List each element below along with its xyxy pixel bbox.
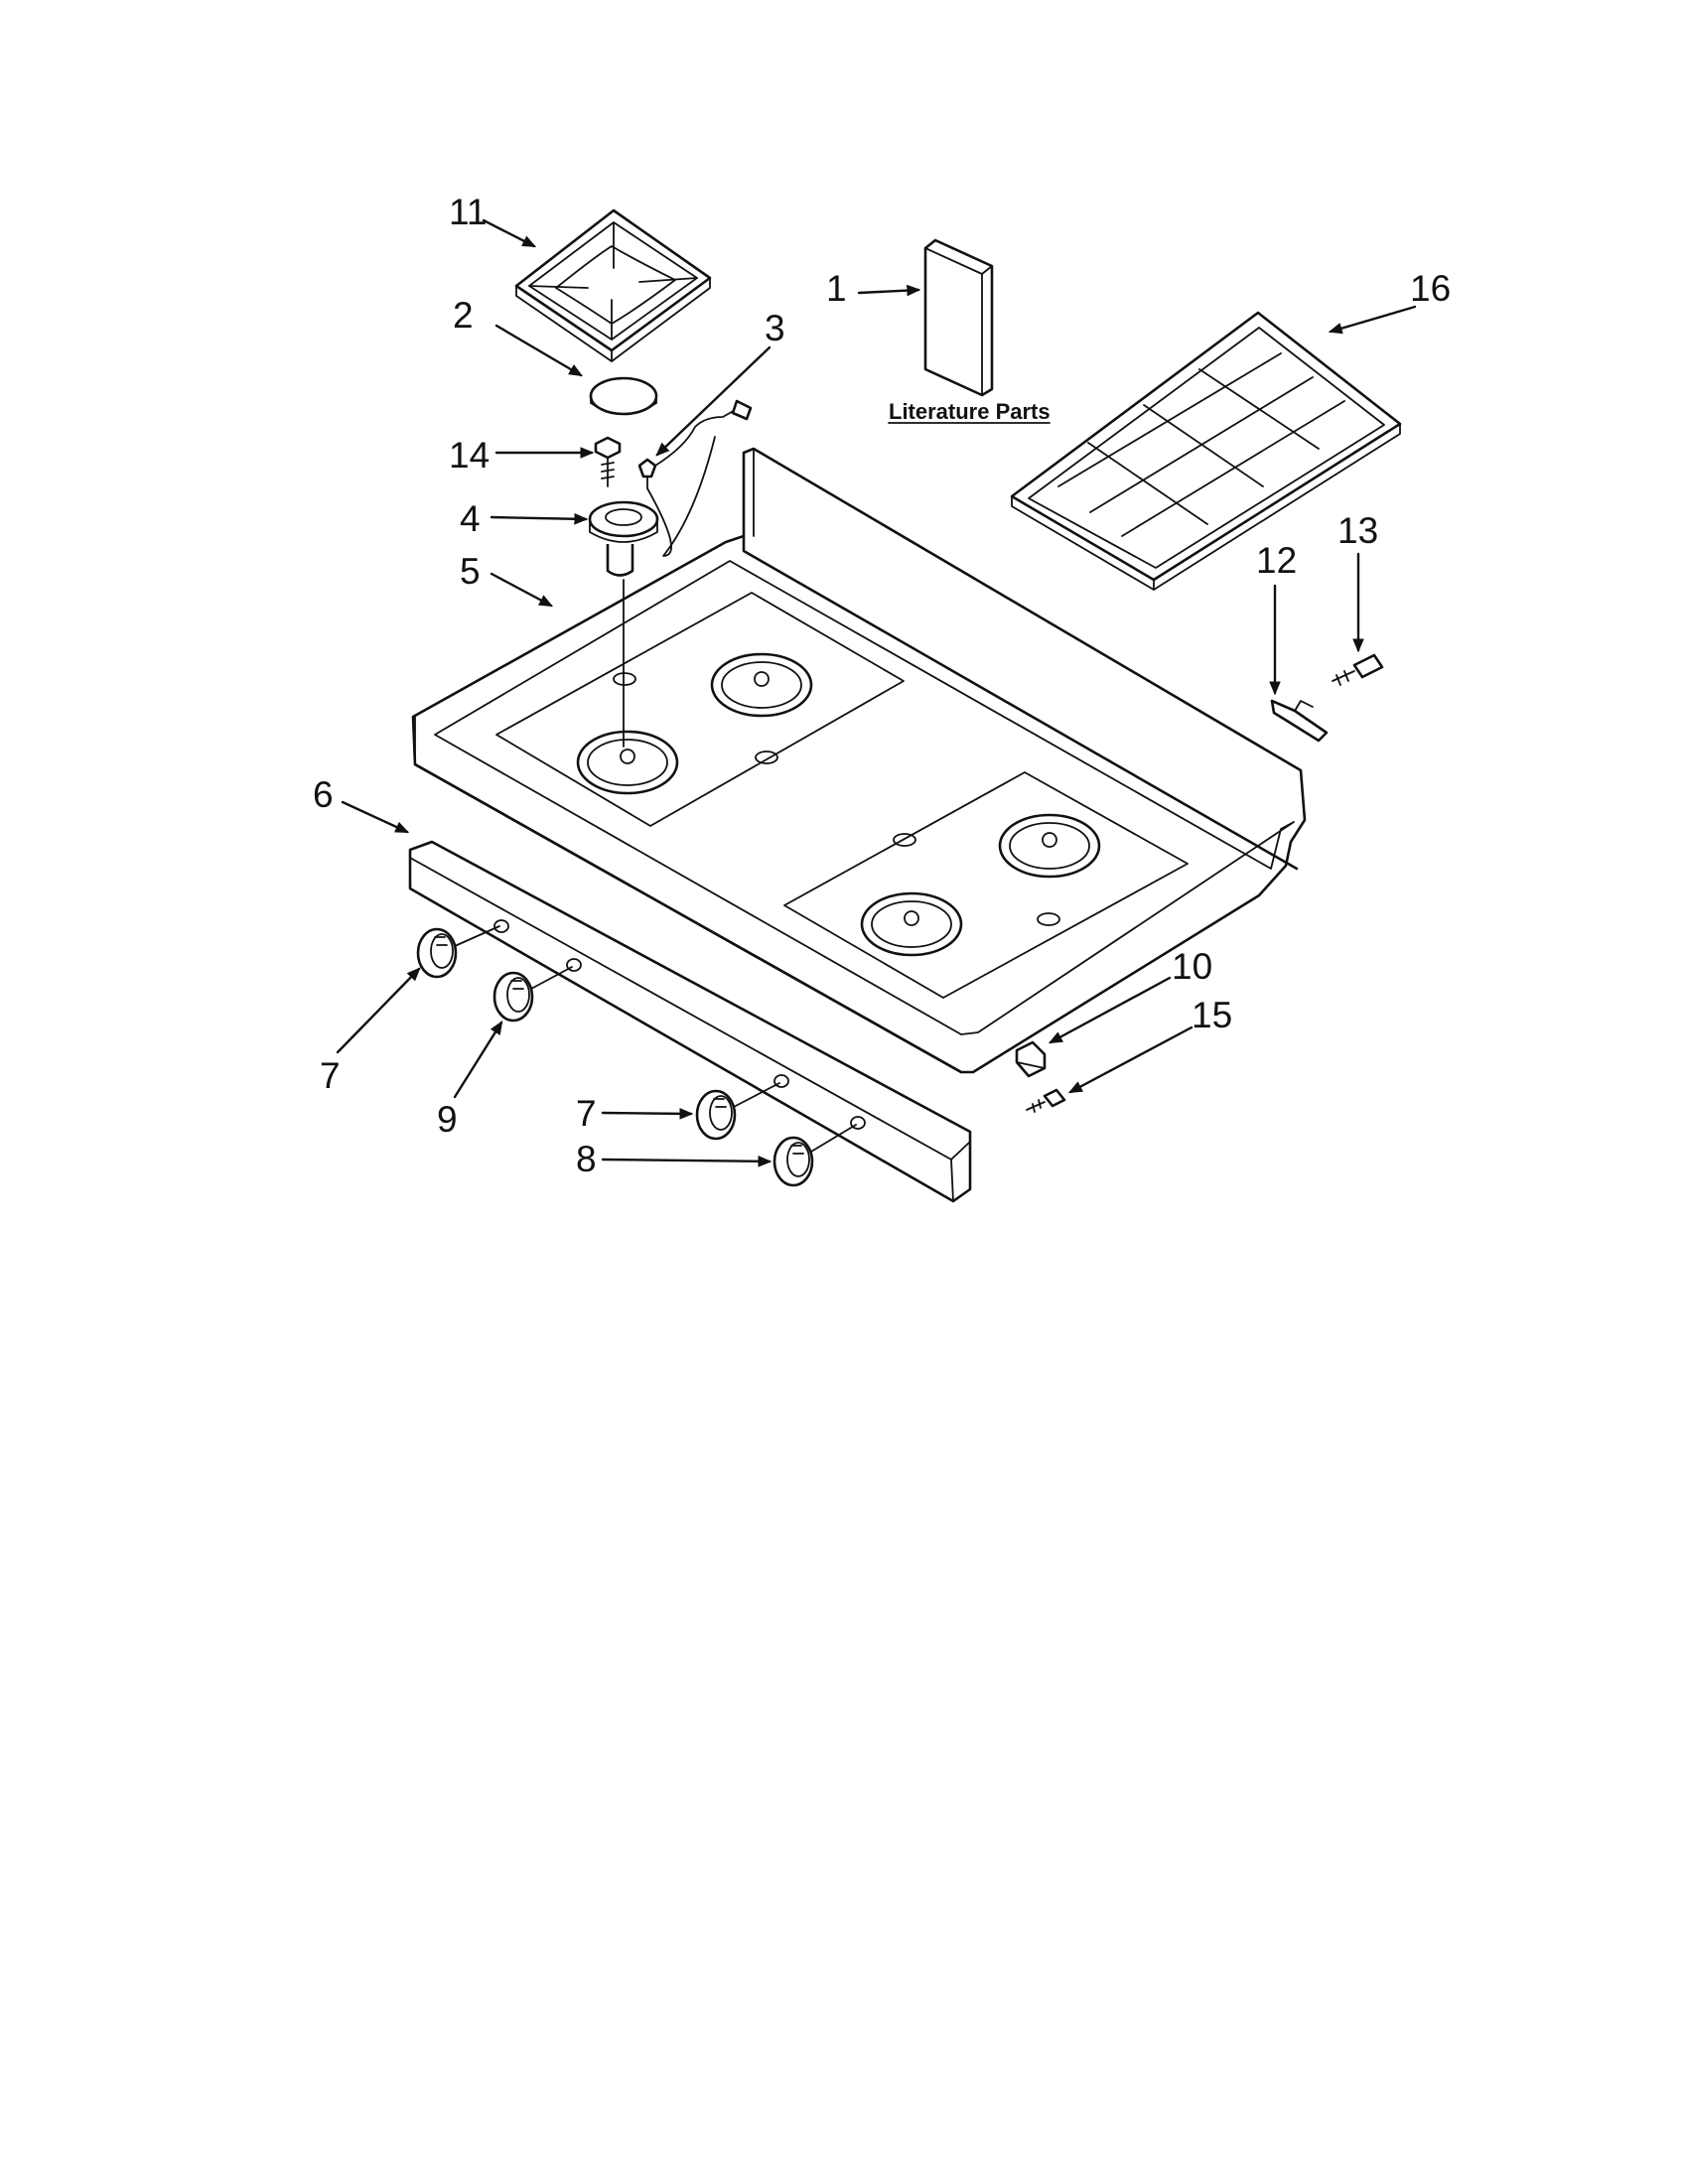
callout-3: 3 (765, 308, 785, 348)
clip-10 (1015, 1040, 1047, 1078)
callout-1: 1 (826, 268, 847, 309)
knob-7-right (695, 1089, 737, 1141)
callout-11: 11 (449, 192, 487, 232)
burner-base (588, 500, 659, 577)
callout-13: 13 (1337, 510, 1378, 551)
callout-8: 8 (576, 1139, 597, 1179)
callout-6: 6 (313, 774, 334, 815)
callout-7-right: 7 (576, 1093, 597, 1134)
callout-7-left: 7 (320, 1055, 341, 1096)
literature-parts-label: Literature Parts (889, 399, 1051, 424)
bracket-12 (1270, 699, 1329, 743)
leader-arrows (336, 218, 1417, 1167)
callout-14: 14 (449, 435, 490, 476)
burner-cap (589, 376, 658, 416)
cooktop-body (411, 447, 1307, 1074)
callout-12: 12 (1256, 540, 1297, 581)
callout-16: 16 (1410, 268, 1451, 309)
callout-15: 15 (1192, 995, 1232, 1035)
knob-8 (772, 1136, 814, 1187)
double-grate (1010, 311, 1402, 591)
callout-10: 10 (1172, 946, 1212, 987)
knob-9 (492, 971, 534, 1023)
screw-14 (594, 436, 622, 487)
screw-15 (1026, 1088, 1066, 1113)
single-grate (514, 208, 712, 362)
screw-13 (1332, 653, 1384, 686)
knob-7-left (416, 927, 458, 979)
callout-2: 2 (453, 295, 474, 336)
callout-4: 4 (460, 498, 481, 539)
callout-9: 9 (437, 1099, 458, 1140)
literature-booklet (923, 238, 994, 397)
electrode-3 (637, 399, 753, 557)
control-panel (408, 840, 972, 1203)
callout-5: 5 (460, 551, 481, 592)
